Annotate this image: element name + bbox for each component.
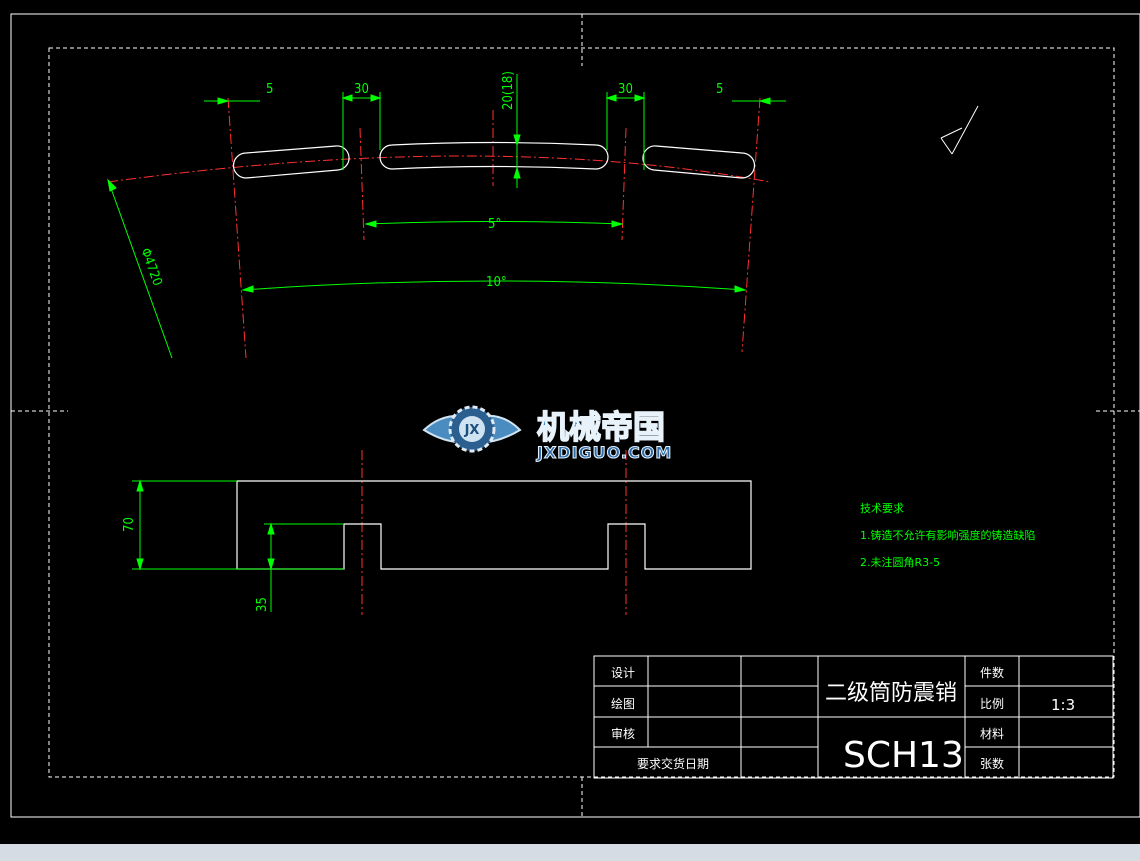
dim-height-70: 70 — [122, 517, 137, 532]
sheet-border — [10, 13, 1140, 818]
tb-qty-label: 件数 — [980, 665, 1004, 680]
radial-line-right-outer — [741, 97, 761, 353]
dim-right-30: 30 — [618, 82, 633, 97]
dim-depth-35: 35 — [255, 597, 270, 612]
tech-notes-line1: 1.铸造不允许有影响强度的铸造缺陷 — [860, 528, 1036, 542]
surface-finish-symbol — [940, 105, 979, 155]
tech-notes-line2: 2.未注圆角R3-5 — [860, 555, 940, 569]
watermark-badge: JX — [464, 423, 480, 438]
title-block — [593, 655, 1114, 779]
center-arc — [107, 155, 771, 183]
front-view-profile — [236, 480, 752, 570]
dim-center-20: 20(18) — [501, 71, 516, 110]
tb-part-number: SCH13 — [843, 735, 964, 776]
tb-sheets-label: 张数 — [980, 756, 1004, 771]
slot-left — [232, 145, 350, 179]
dim-angle-10: 10° — [486, 275, 507, 290]
radial-line-right-inner — [621, 127, 627, 241]
watermark-cn: 机械帝国 — [537, 408, 665, 446]
tb-drawing-label: 绘图 — [611, 696, 635, 711]
slot-right — [642, 145, 756, 179]
tech-notes-title: 技术要求 — [860, 502, 904, 515]
tb-design-label: 设计 — [611, 666, 635, 680]
dim-right-5: 5 — [716, 82, 723, 97]
tb-part-name: 二级筒防震销 — [825, 681, 957, 706]
dim-left-5: 5 — [266, 82, 273, 97]
tb-review-label: 审核 — [611, 726, 635, 741]
tb-scale-label: 比例 — [980, 697, 1004, 711]
tb-date-label: 要求交货日期 — [637, 756, 709, 771]
tb-material-label: 材料 — [980, 727, 1004, 741]
dim-angle-5: 5° — [488, 217, 501, 232]
status-bar — [0, 844, 1140, 861]
dim-left-30: 30 — [354, 82, 369, 97]
watermark-logo: JX — [422, 405, 522, 453]
slot-middle — [379, 141, 609, 170]
watermark-en: JXDIGUO.COM — [536, 443, 672, 462]
dim-diameter: Φ4720 — [137, 246, 164, 288]
radial-line-left-inner — [359, 127, 365, 241]
tb-scale-value: 1:3 — [1051, 696, 1075, 714]
radial-line-left-outer — [227, 97, 247, 359]
